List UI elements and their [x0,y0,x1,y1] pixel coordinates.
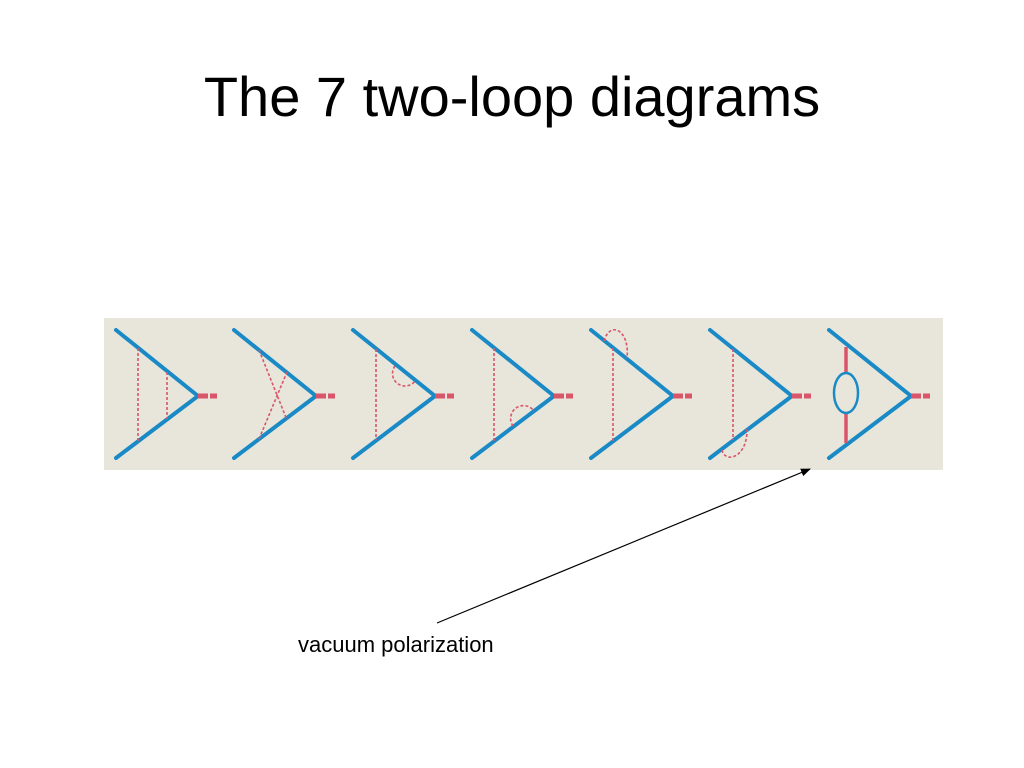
diagram-crossed [232,328,335,460]
diagram-leg-self-energy-lower [708,328,811,460]
diagram-vacuum-polarization [827,328,930,460]
diagram-corner-self-energy-upper [351,328,454,460]
annotation-label: vacuum polarization [298,632,494,657]
diagram-leg-self-energy-upper [589,328,692,460]
diagram-corner-self-energy-lower [470,328,573,460]
slide-title: The 7 two-loop diagrams [203,65,821,128]
annotation-arrow [436,468,811,624]
diagram-background [104,318,943,470]
diagram-ladder [114,328,217,460]
